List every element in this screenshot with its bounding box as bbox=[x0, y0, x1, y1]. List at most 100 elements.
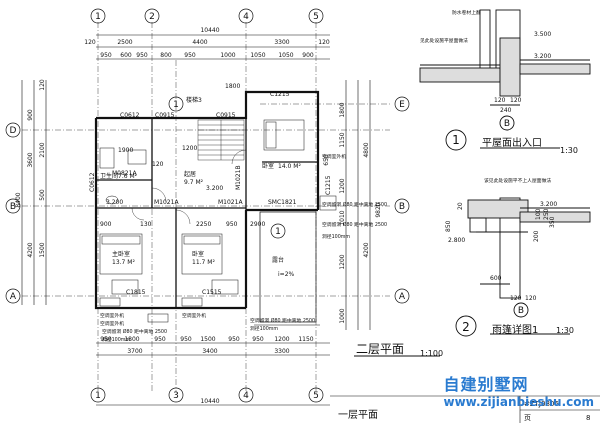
dim-top-sub: 600 bbox=[120, 52, 132, 59]
dim-right-sub: 1000 bbox=[339, 308, 346, 323]
grid-col-label: 4 bbox=[243, 12, 249, 22]
grid-col-label: 3 bbox=[173, 391, 179, 401]
window-label: C1215 bbox=[270, 91, 290, 98]
dim-bottom-sub: 1150 bbox=[298, 336, 313, 343]
grid-col-label: 5 bbox=[313, 12, 319, 22]
room-area: 13.7 M² bbox=[112, 259, 135, 266]
window-label: C0915 bbox=[155, 112, 175, 119]
grid-row-label: E bbox=[399, 100, 405, 110]
note: 空调留洞 Ø80 距中离地 2500 bbox=[250, 317, 315, 324]
dim-top: 120 bbox=[318, 39, 330, 46]
door-label: M1021A bbox=[154, 199, 179, 206]
dim-label: 1900 bbox=[118, 147, 133, 154]
dim-top: 120 bbox=[84, 39, 96, 46]
elevation-mark: 3.200 bbox=[206, 185, 223, 192]
room-area: 11.7 M² bbox=[192, 259, 215, 266]
dim-label: 1200 bbox=[182, 145, 197, 152]
detail1-dim: 3.200 bbox=[534, 53, 551, 60]
dim-label: 130 bbox=[140, 221, 152, 228]
dim-bottom: 3300 bbox=[274, 348, 289, 355]
dim-left-sub: 1500 bbox=[39, 242, 46, 257]
dim-top-sub: 950 bbox=[136, 52, 148, 59]
note: 空调室外机 bbox=[182, 312, 206, 319]
dim-right-total: 9820 bbox=[375, 202, 382, 217]
detail2-note: 该见此处设施平不上人屋面做法 bbox=[484, 177, 551, 184]
dim-left: 3600 bbox=[27, 152, 34, 167]
dim-top: 3300 bbox=[274, 39, 289, 46]
grid-row-label: A bbox=[10, 292, 17, 302]
detail2-dim: 3.200 bbox=[540, 201, 557, 208]
room-name: 露台 bbox=[272, 256, 284, 264]
detail1-note: 防水卷材上翻 bbox=[452, 9, 481, 16]
window-label: C1815 bbox=[126, 289, 146, 296]
dim-top-sub: 800 bbox=[160, 52, 172, 59]
detail1-grid: B bbox=[504, 119, 510, 129]
detail2-title: 雨篷详图1 bbox=[492, 323, 538, 336]
detail2-dim: 350 bbox=[549, 216, 556, 228]
detail1-title: 平屋面出入口 bbox=[482, 136, 542, 149]
section-mark: 1 bbox=[173, 100, 179, 110]
grid-col-label: 2 bbox=[149, 12, 155, 22]
detail1-note: 见此处设施平屋面做法 bbox=[420, 37, 468, 44]
detail2-scale: 1:30 bbox=[556, 326, 574, 335]
dim-left-sub: 120 bbox=[39, 79, 46, 91]
dim-bottom: 3400 bbox=[202, 348, 217, 355]
dim-bottom-sub: 1200 bbox=[274, 336, 289, 343]
detail2-number: 2 bbox=[462, 320, 470, 334]
dim-bottom: 3700 bbox=[127, 348, 142, 355]
detail2-dim: 600 bbox=[490, 275, 502, 282]
dim-left: 4200 bbox=[27, 242, 34, 257]
dim-left-sub: 2100 bbox=[39, 142, 46, 157]
window-label: C0612 bbox=[89, 172, 96, 192]
grid-row-label: A bbox=[399, 292, 406, 302]
watermark: 自建别墅网 www.zijianbieshu.com bbox=[443, 371, 594, 409]
watermark-cn: 自建别墅网 bbox=[443, 375, 529, 394]
dim-top: 2500 bbox=[117, 39, 132, 46]
grid-col-label: 1 bbox=[95, 12, 101, 22]
detail2-dim: 850 bbox=[445, 220, 452, 232]
room-area: 7.6 M² bbox=[118, 173, 138, 180]
note: 空调室外机 bbox=[322, 153, 346, 160]
note: 空调室外机 bbox=[100, 320, 124, 327]
window-label: C1215 bbox=[325, 175, 332, 195]
dim-right-sub: 1200 bbox=[339, 178, 346, 193]
dim-top-sub: 950 bbox=[184, 52, 196, 59]
note: 空调留洞 Ø80 距中离地 2500 bbox=[102, 328, 167, 335]
footer-code: #ZTJ0806 bbox=[524, 400, 559, 408]
dim-right-sub: 1800 bbox=[339, 102, 346, 117]
dim-bottom-sub: 1800 bbox=[124, 336, 139, 343]
grid-row-label: B bbox=[10, 202, 16, 212]
slope-label: i=2% bbox=[278, 271, 295, 278]
window-label: C0612 bbox=[120, 112, 140, 119]
footer-sheet-label: 页 bbox=[524, 414, 531, 422]
detail1-dim: 240 bbox=[500, 107, 512, 114]
dim-top-sub: 900 bbox=[302, 52, 314, 59]
dim-top: 4400 bbox=[192, 39, 207, 46]
door-label: M1021B bbox=[235, 165, 242, 190]
dim-left: 900 bbox=[27, 109, 34, 121]
detail2-dim: 120 bbox=[510, 295, 522, 302]
plan-scale: 1:100 bbox=[420, 349, 443, 358]
dim-bottom-sub: 950 bbox=[100, 336, 112, 343]
room-area: 14.0 M² bbox=[278, 163, 301, 170]
dim-total-top: 10440 bbox=[200, 27, 219, 34]
door-label: M1021A bbox=[218, 199, 243, 206]
room-name: 卫生间 bbox=[100, 172, 118, 180]
room-area: 9.7 M² bbox=[184, 179, 204, 186]
grid-col-label: 4 bbox=[243, 391, 249, 401]
dim-label: 900 bbox=[100, 221, 112, 228]
room-name: 起居 bbox=[184, 170, 196, 178]
detail1-dim: 3.500 bbox=[534, 31, 551, 38]
detail1-dim: 120 bbox=[494, 97, 506, 104]
room-name: 主卧室 bbox=[112, 250, 130, 258]
dim-right-sub: 1010 bbox=[339, 210, 346, 225]
note: 空调留洞 Ø80 距中离地 2500 bbox=[322, 201, 387, 208]
dim-right-sub: 650 bbox=[323, 154, 330, 166]
dim-label: 2250 bbox=[196, 221, 211, 228]
dim-total-bottom: 10440 bbox=[200, 398, 219, 405]
detail2-grid: B bbox=[518, 306, 524, 316]
footer-page: 8 bbox=[586, 414, 590, 422]
dim-label: 120 bbox=[152, 161, 164, 168]
door-label: M0821A bbox=[112, 170, 137, 177]
